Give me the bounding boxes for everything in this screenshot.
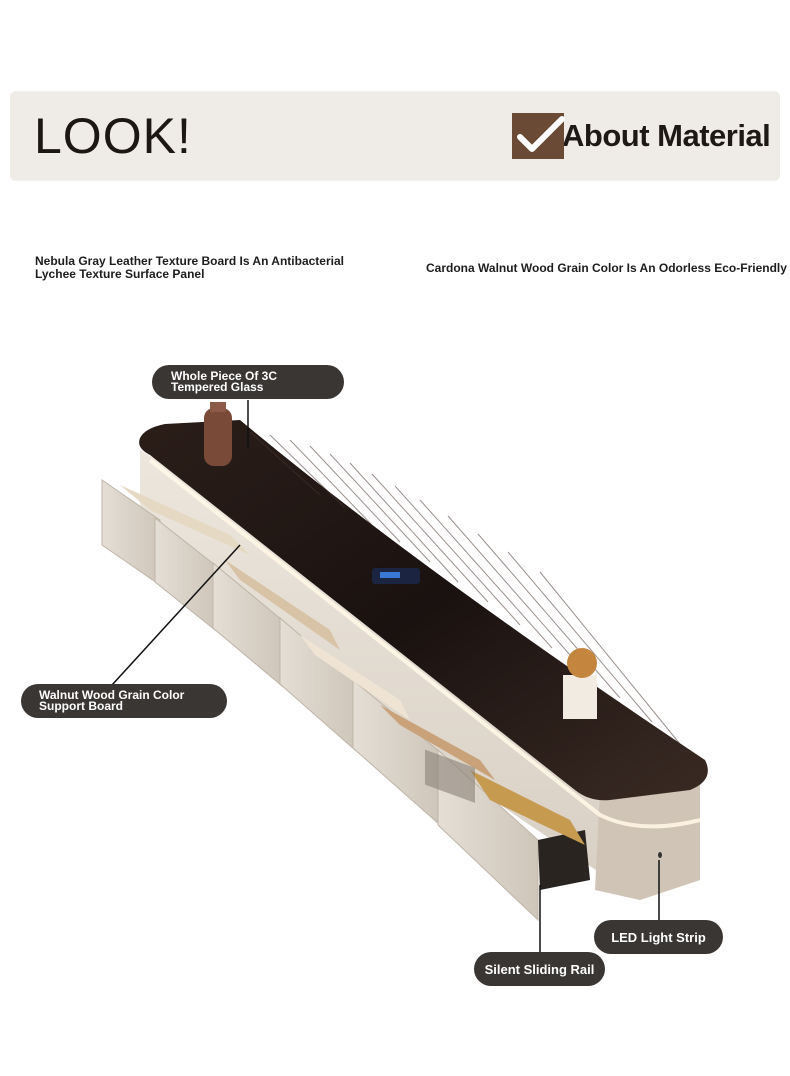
badge-label: About Material	[562, 118, 771, 153]
vase	[204, 402, 232, 466]
callout-led-strip: LED Light Strip	[594, 920, 723, 954]
callout-sliding-rail: Silent Sliding Rail	[474, 952, 605, 986]
led-strip	[148, 458, 701, 829]
description-left: Nebula Gray Leather Texture Board Is An …	[35, 254, 344, 281]
usb-charger	[372, 568, 420, 584]
description-right: Cardona Walnut Wood Grain Color Is An Od…	[426, 262, 790, 275]
drawers	[101, 479, 590, 922]
badge-box	[512, 113, 565, 159]
socket-panel	[425, 749, 475, 803]
page-title: LOOK!	[34, 108, 192, 164]
callout-wood-line1: Walnut Wood Grain Color	[39, 688, 185, 702]
header-band: LOOK! About Material	[10, 91, 780, 181]
callout-wood-line2: Support Board	[39, 699, 123, 713]
callout-glass-line1: Whole Piece Of 3C	[171, 369, 278, 383]
callout-support-board: Walnut Wood Grain Color Support Board	[21, 684, 227, 718]
check-icon	[517, 116, 565, 152]
pointer-lines	[111, 400, 660, 952]
tv-cabinet-illustration	[101, 400, 708, 952]
about-material-badge: About Material	[512, 113, 771, 159]
lamp	[563, 648, 597, 719]
callout-tempered-glass: Whole Piece Of 3C Tempered Glass	[152, 365, 344, 399]
callout-glass-line2: Tempered Glass	[171, 380, 264, 394]
